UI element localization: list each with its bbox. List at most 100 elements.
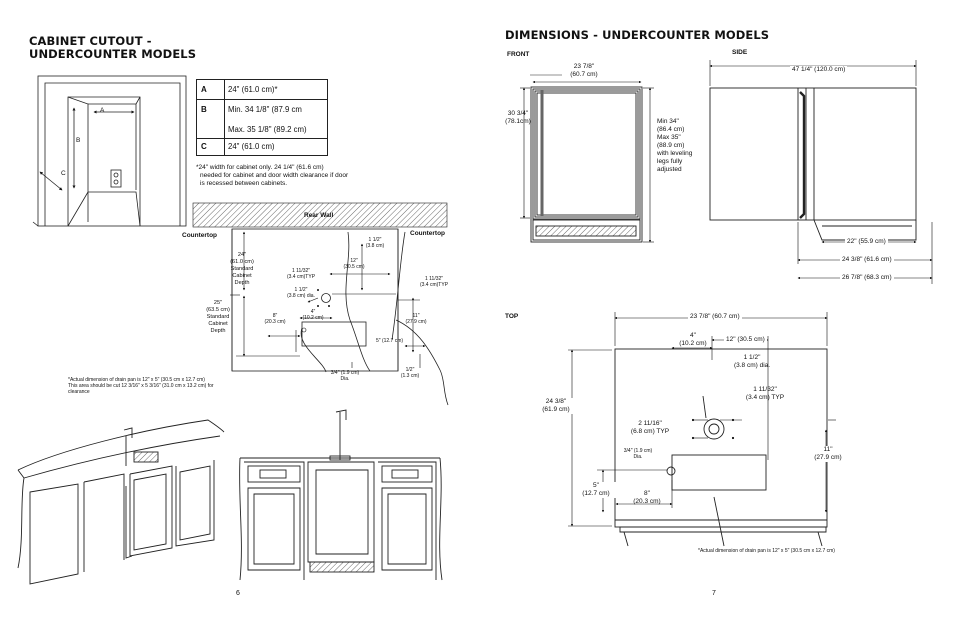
rear-wall-label: Rear Wall xyxy=(304,212,334,219)
dim-text: 12" xyxy=(350,258,358,264)
dim-text: 4" xyxy=(310,309,316,315)
dim-text: 23 7/8" xyxy=(573,63,595,70)
dim-text: 8" xyxy=(644,490,650,497)
dim-text: legs fully xyxy=(657,158,683,165)
left-title-line2: UNDERCOUNTER MODELS xyxy=(29,47,197,61)
dim-text: (27.9 cm) xyxy=(405,319,427,325)
dim-text: 30 3/4" xyxy=(507,110,529,117)
dim-text: (3.8 cm) dia. xyxy=(733,362,771,369)
dim-text: with leveling xyxy=(657,150,693,157)
dim-text: (27.9 cm) xyxy=(814,454,842,461)
dim-text: Cabinet xyxy=(232,273,252,279)
dim-1-half-top: 1 1/2" (3.8 cm) xyxy=(360,237,390,249)
dim-text: (63.5 cm) xyxy=(206,307,230,313)
note-line: clearance xyxy=(68,389,90,395)
dim-12: 12" (30.5 cm) xyxy=(336,258,372,270)
top-3-4-dim: 3/4" (1.9 cm) Dia. xyxy=(616,448,660,460)
dim-text: (78.1cm) xyxy=(505,118,531,125)
dim-text: 24 3/8" xyxy=(545,398,567,405)
side-24-dim: 24 3/8" (61.6 cm) xyxy=(840,256,894,264)
top-label: TOP xyxy=(505,313,519,320)
dim-text: adjusted xyxy=(657,166,682,173)
dim-text: (3.4 cm) TYP xyxy=(745,394,785,401)
dim-text: (3.4 cm)TYP xyxy=(286,274,316,280)
dim-text: 1 11/32" xyxy=(753,386,777,393)
dim-text: Cabinet xyxy=(208,321,228,327)
dim-text: (10.2 cm) xyxy=(302,315,324,321)
dim-text: (61.0 cm) xyxy=(230,259,254,265)
dim-text: 2 11/16" xyxy=(638,420,662,427)
front-label: FRONT xyxy=(507,51,530,58)
right-title: DIMENSIONS - UNDERCOUNTER MODELS xyxy=(505,28,770,42)
installed-bar-perspective xyxy=(17,419,225,585)
dim-11: 11" (27.9 cm) xyxy=(400,313,432,325)
left-title: CABINET CUTOUT - UNDERCOUNTER MODELS xyxy=(29,35,196,61)
spec-rule xyxy=(197,138,327,139)
dim-1-11-32-right: 1 11/32" (3.4 cm)TYP xyxy=(414,276,454,288)
footnote-line: is recessed between cabinets. xyxy=(200,180,288,187)
dim-text: (20.3 cm) xyxy=(264,319,286,325)
spec-key-a: A xyxy=(201,85,207,94)
drain-pan-note-left: *Actual dimension of drain pan is 12" x … xyxy=(68,377,278,395)
dim-25-standard-depth: 25" (63.5 cm) Standard Cabinet Depth xyxy=(198,300,238,335)
spec-key-c: C xyxy=(201,142,207,151)
side-label: SIDE xyxy=(732,49,748,56)
front-width-dim: 23 7/8" (60.7 cm) xyxy=(560,63,608,79)
front-minmax-dim: Min 34" (86.4 cm) Max 35" (88.9 cm) with… xyxy=(657,118,717,174)
dim-text: (3.4 cm)TYP xyxy=(419,282,449,288)
installed-front-elevation xyxy=(239,409,443,581)
footnote-line: needed for cabinet and door width cleara… xyxy=(200,172,349,179)
dim-text: 1 1/2" xyxy=(743,354,761,361)
dim-text: 1 11/32" xyxy=(291,268,311,274)
side-view-drawing xyxy=(709,87,917,241)
cutout-label-b: B xyxy=(76,137,81,144)
dim-text: (88.9 cm) xyxy=(657,142,685,149)
dim-text: Dia. xyxy=(340,376,350,382)
dim-text: Max 35" xyxy=(657,134,681,141)
spec-table: A 24" (61.0 cm)* B Min. 34 1/8" (87.9 cm… xyxy=(196,79,328,156)
dim-text: 4" xyxy=(690,332,696,339)
dim-text: 25" xyxy=(213,300,223,306)
top-5-dim: 5" (12.7 cm) xyxy=(576,482,616,498)
dim-text: (3.8 cm) xyxy=(365,243,385,249)
note-line: *Actual dimension of drain pan is 12" x … xyxy=(68,377,205,383)
cutout-label-c: C xyxy=(61,170,66,177)
dim-text: (30.5 cm) xyxy=(343,264,365,270)
footnote-line: *24" width for cabinet only. 24 1/4" (61… xyxy=(196,164,324,171)
spec-key-b: B xyxy=(201,105,207,114)
page-number-left: 6 xyxy=(236,590,240,597)
cutout-plan-drawing xyxy=(192,202,449,406)
countertop-left-label: Countertop xyxy=(182,232,218,239)
dim-text: Depth xyxy=(210,328,226,334)
spec-value-c: 24" (61.0 cm) xyxy=(228,142,275,151)
dim-3-4-dia: 3/4" (1.9 cm) Dia. xyxy=(322,370,368,382)
dim-text: 24" xyxy=(237,252,247,258)
front-view-drawing xyxy=(530,74,643,243)
spec-value-b-min: Min. 34 1/8" (87.9 cm xyxy=(228,105,302,114)
drain-pan-note-right: *Actual dimension of drain pan is 12" x … xyxy=(698,548,835,554)
dim-text: 8" xyxy=(272,313,278,319)
countertop-right-label: Countertop xyxy=(410,230,446,237)
dim-text: (10.2 cm) xyxy=(679,340,707,347)
dim-text: (12.7 cm) xyxy=(582,490,610,497)
dim-text: Min 34" xyxy=(657,118,679,125)
top-1-11-32-dim: 1 11/32" (3.4 cm) TYP xyxy=(736,386,794,402)
dim-text: (1.3 cm) xyxy=(400,373,420,379)
dim-text: 3/4" (1.9 cm) xyxy=(330,370,360,376)
top-depth-dim: 24 3/8" (61.9 cm) xyxy=(538,398,574,414)
page-number-right: 7 xyxy=(712,590,716,597)
side-22-dim: 22" (55.9 cm) xyxy=(845,238,888,246)
dim-5: 5" (12.7 cm) xyxy=(376,338,404,344)
dim-half: 1/2" (1.3 cm) xyxy=(398,367,422,379)
top-width-dim: 23 7/8" (60.7 cm) xyxy=(688,313,742,321)
spec-divider xyxy=(224,80,225,155)
front-height-dim: 30 3/4" (78.1cm) xyxy=(500,110,536,126)
top-8-dim: 8" (20.3 cm) xyxy=(628,490,666,506)
dim-text: 1 1/2" xyxy=(368,237,382,243)
dim-1-half-left: 1 1/2" (3.8 cm) dia. xyxy=(278,287,324,299)
spec-value-b-max: Max. 35 1/8" (89.2 cm) xyxy=(228,125,307,134)
side-26-dim: 26 7/8" (68.3 cm) xyxy=(840,274,894,282)
note-line: This area should be cut 12 3/16" x 5 3/1… xyxy=(68,383,214,389)
dim-24-standard-depth: 24" (61.0 cm) Standard Cabinet Depth xyxy=(222,252,262,287)
